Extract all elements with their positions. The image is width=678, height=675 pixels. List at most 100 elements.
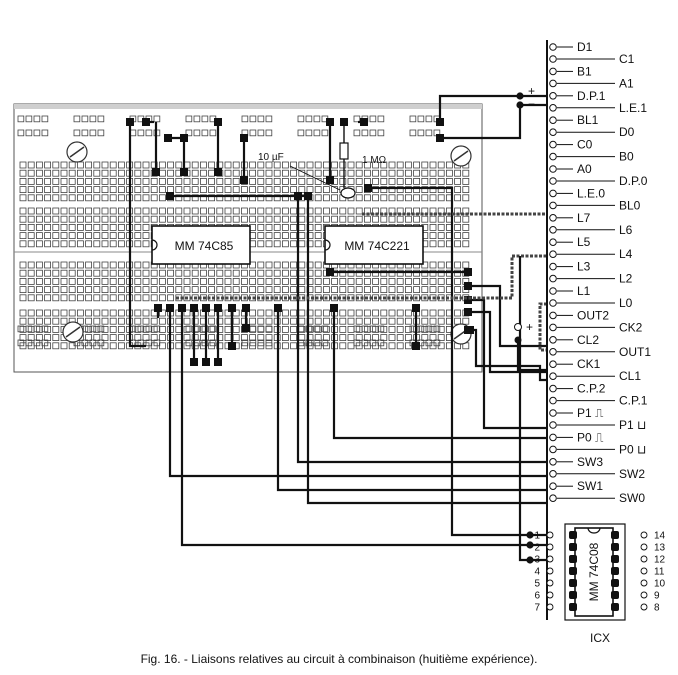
icx-hole-left bbox=[546, 591, 554, 599]
breadboard-hole bbox=[339, 325, 347, 333]
breadboard-hole bbox=[281, 261, 289, 269]
breadboard-hole bbox=[208, 177, 216, 185]
breadboard-hole bbox=[396, 342, 404, 350]
connector-contact bbox=[549, 445, 557, 454]
breadboard-hole bbox=[101, 161, 109, 169]
breadboard-hole bbox=[60, 194, 68, 202]
breadboard-hole bbox=[142, 240, 150, 248]
bus-strip bbox=[409, 325, 441, 333]
breadboard-hole bbox=[27, 342, 35, 350]
breadboard-hole bbox=[191, 169, 199, 177]
breadboard-hole bbox=[85, 169, 92, 177]
breadboard-hole bbox=[249, 169, 257, 177]
breadboard-hole bbox=[249, 317, 257, 325]
icx-pin-number-right: 13 bbox=[654, 543, 666, 554]
breadboard-hole bbox=[150, 177, 158, 185]
breadboard-hole bbox=[249, 207, 257, 215]
breadboard-hole bbox=[454, 261, 462, 269]
breadboard-hole bbox=[36, 309, 43, 317]
breadboard-hole bbox=[454, 223, 462, 231]
breadboard-hole bbox=[60, 207, 68, 215]
breadboard-hole bbox=[85, 334, 92, 342]
breadboard-hole bbox=[118, 261, 125, 269]
breadboard-hole bbox=[281, 286, 289, 294]
breadboard-hole bbox=[265, 194, 273, 202]
breadboard-hole bbox=[216, 286, 224, 294]
breadboard-hole bbox=[404, 342, 412, 350]
breadboard-hole bbox=[281, 223, 289, 231]
breadboard-hole bbox=[454, 240, 462, 248]
breadboard-hole bbox=[372, 334, 380, 342]
breadboard-hole bbox=[290, 186, 298, 194]
breadboard-hole bbox=[52, 161, 60, 169]
connector-contact bbox=[549, 396, 557, 405]
breadboard-hole bbox=[109, 223, 117, 231]
connector-contact bbox=[549, 311, 557, 320]
breadboard-hole bbox=[52, 177, 60, 185]
breadboard-hole bbox=[380, 309, 388, 317]
connector-contact bbox=[549, 384, 557, 393]
connector-label-right: P1 ⊔ bbox=[619, 418, 646, 432]
wire-icx-2 bbox=[518, 256, 530, 562]
breadboard-hole bbox=[191, 177, 199, 185]
breadboard-hole bbox=[257, 309, 265, 317]
icx-pin-number-right: 9 bbox=[654, 591, 660, 602]
breadboard-hole bbox=[290, 286, 298, 294]
breadboard-hole bbox=[109, 261, 117, 269]
breadboard-hole bbox=[68, 194, 76, 202]
breadboard-hole bbox=[77, 286, 84, 294]
breadboard-hole bbox=[265, 277, 273, 285]
breadboard-hole bbox=[85, 240, 92, 248]
breadboard-hole bbox=[142, 269, 150, 277]
breadboard-hole bbox=[85, 294, 92, 302]
breadboard-hole bbox=[429, 325, 437, 333]
connector-contact bbox=[549, 348, 557, 356]
breadboard-hole bbox=[142, 309, 150, 317]
breadboard-hole bbox=[60, 309, 68, 317]
icx-hole-right bbox=[640, 579, 648, 587]
breadboard-hole bbox=[232, 215, 240, 223]
breadboard-hole bbox=[241, 115, 249, 123]
breadboard-hole bbox=[68, 286, 76, 294]
icx-pin-number-left: 3 bbox=[534, 555, 540, 566]
icx-pin-number-left: 1 bbox=[534, 531, 540, 542]
breadboard-hole bbox=[19, 342, 27, 350]
breadboard-hole bbox=[347, 342, 355, 350]
bus-strip bbox=[353, 129, 385, 137]
breadboard-hole bbox=[437, 223, 445, 231]
breadboard-hole bbox=[257, 317, 265, 325]
breadboard-hole bbox=[118, 294, 125, 302]
breadboard-hole bbox=[273, 186, 281, 194]
breadboard-hole bbox=[281, 277, 289, 285]
breadboard-hole bbox=[77, 194, 84, 202]
breadboard-hole bbox=[44, 240, 51, 248]
connector-contact bbox=[549, 299, 557, 307]
breadboard-hole bbox=[273, 286, 281, 294]
breadboard-hole bbox=[19, 232, 27, 240]
breadboard-hole bbox=[421, 309, 429, 317]
breadboard-hole bbox=[60, 169, 68, 177]
wire-end bbox=[274, 304, 282, 312]
breadboard-hole bbox=[429, 342, 437, 350]
breadboard-hole bbox=[240, 207, 248, 215]
breadboard-hole bbox=[158, 294, 166, 302]
wire-end bbox=[180, 168, 188, 176]
breadboard-hole bbox=[93, 169, 101, 177]
connector-label-left: L7 bbox=[577, 211, 591, 225]
breadboard-hole bbox=[185, 129, 193, 137]
breadboard-hole bbox=[404, 334, 412, 342]
breadboard-hole bbox=[60, 177, 68, 185]
breadboard-hole bbox=[372, 309, 380, 317]
breadboard-hole bbox=[68, 169, 76, 177]
breadboard-hole bbox=[372, 277, 380, 285]
breadboard-hole bbox=[142, 169, 150, 177]
breadboard-hole bbox=[240, 194, 248, 202]
icx-pin-left bbox=[569, 591, 577, 599]
aux-output-terminal bbox=[514, 323, 522, 331]
breadboard-hole bbox=[109, 232, 117, 240]
breadboard-hole bbox=[44, 207, 51, 215]
breadboard-hole bbox=[101, 342, 109, 350]
breadboard-hole bbox=[413, 269, 421, 277]
connector-label-right: L0 bbox=[619, 296, 633, 310]
breadboard-hole bbox=[331, 186, 339, 194]
